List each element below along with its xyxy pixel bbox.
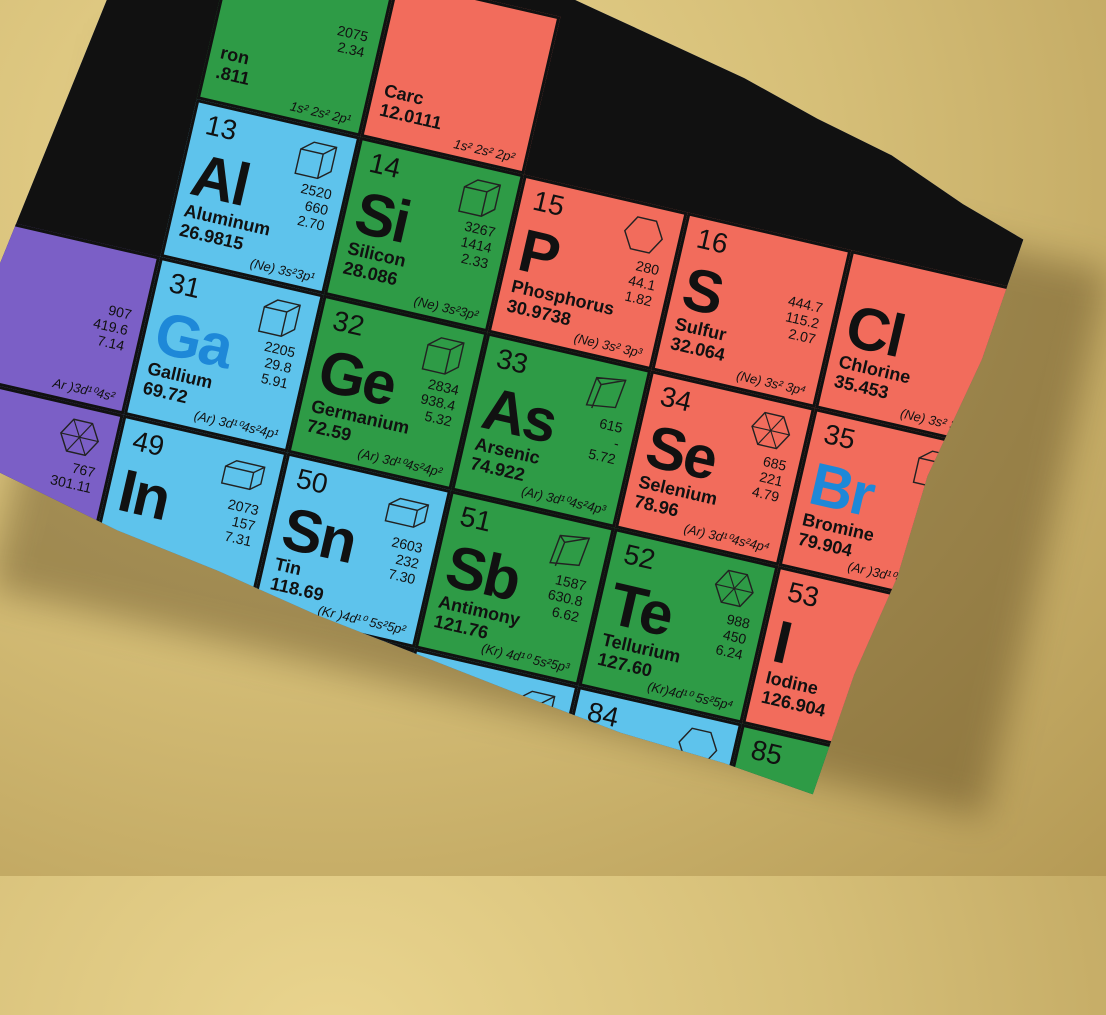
element-sym: At <box>730 765 804 845</box>
crystal-structure-icon <box>543 525 597 576</box>
element-sym: Po <box>566 727 653 810</box>
crystal-structure-icon <box>744 405 798 456</box>
element-sym: In <box>112 456 176 533</box>
element-name: Asta <box>727 824 771 854</box>
crystal-structure-icon <box>671 721 725 772</box>
element-sym: I <box>767 607 797 677</box>
crystal-structure-icon <box>416 329 470 380</box>
crystal-structure-icon <box>253 292 307 343</box>
crystal-structure-icon <box>52 412 106 463</box>
element-property-value: (9.2) <box>679 782 712 806</box>
crystal-structure-icon <box>707 563 761 614</box>
crystal-structure-icon <box>380 487 434 538</box>
crystal-structure-icon <box>216 449 270 500</box>
crystal-structure-icon <box>289 134 343 185</box>
crystal-structure-icon <box>580 367 634 418</box>
crystal-structure-icon <box>616 209 670 260</box>
element-properties: 615-5.72 <box>587 414 624 467</box>
element-property-value: 254 <box>688 768 716 790</box>
crystal-structure-icon <box>453 172 507 223</box>
element-properties: 254(9.2) <box>680 767 715 805</box>
